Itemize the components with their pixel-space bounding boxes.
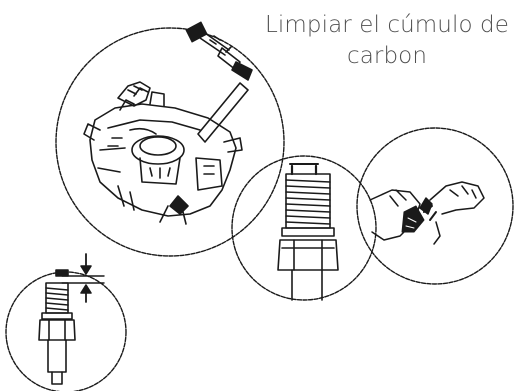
engine-spark-plug-removal-illustration xyxy=(55,21,285,257)
cleaning-electrode-illustration xyxy=(356,127,514,285)
caption: Limpiar el cúmulo de carbon xyxy=(262,10,512,72)
caption-line-2: carbon xyxy=(346,43,428,69)
spark-plug-icon xyxy=(277,163,339,301)
hand-holding-plug-icon xyxy=(369,189,425,241)
caption-line-1: Limpiar el cúmulo de xyxy=(264,12,510,38)
hand-icon xyxy=(117,81,151,107)
spark-plug-gap-illustration xyxy=(5,253,127,391)
wrench-icon xyxy=(185,21,253,81)
spark-plug-icon xyxy=(38,269,76,385)
gap-arrows-icon xyxy=(61,253,105,303)
spark-plug-closeup-illustration xyxy=(231,155,377,301)
engine-block-icon xyxy=(83,87,243,225)
hand-with-brush-icon xyxy=(419,181,485,245)
